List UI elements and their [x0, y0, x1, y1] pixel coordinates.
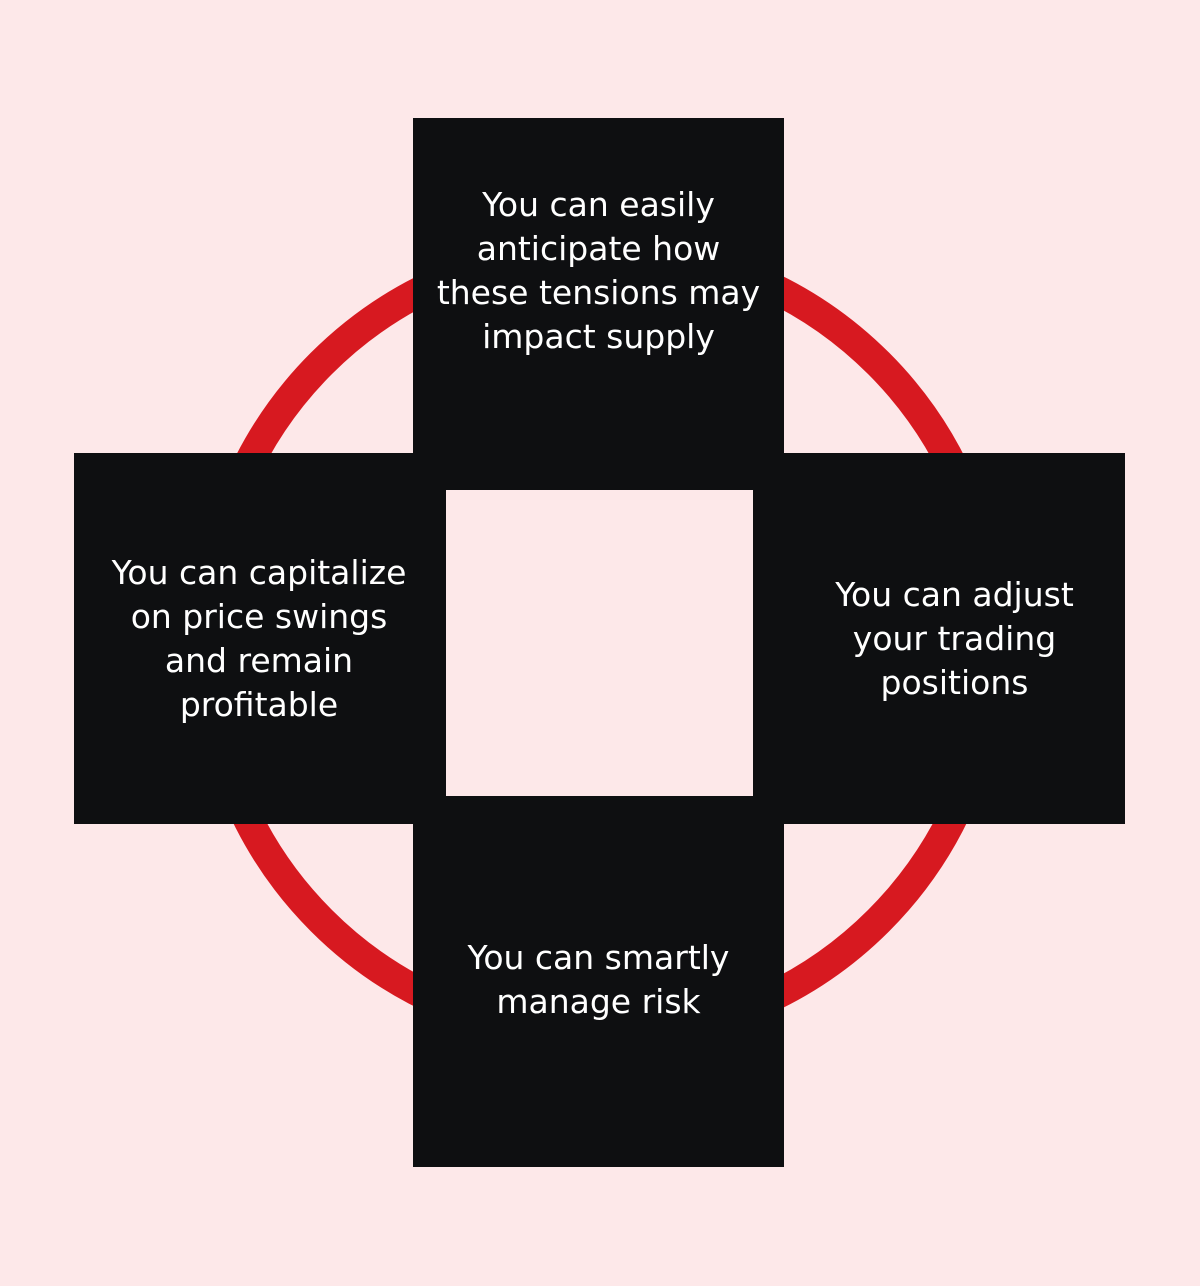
box-top: You can easily anticipate how these tens…	[413, 118, 784, 454]
box-left-text: You can capitalize on price swings and r…	[111, 552, 407, 724]
box-right: You can adjust your trading positions	[784, 453, 1125, 824]
box-bottom-text: You can smartly manage risk	[467, 938, 730, 1021]
center-square	[446, 490, 753, 796]
box-right-text: You can adjust your trading positions	[835, 574, 1074, 702]
box-bottom: You can smartly manage risk	[413, 823, 784, 1167]
box-top-text: You can easily anticipate how these tens…	[436, 185, 761, 356]
box-left: You can capitalize on price swings and r…	[74, 453, 414, 824]
